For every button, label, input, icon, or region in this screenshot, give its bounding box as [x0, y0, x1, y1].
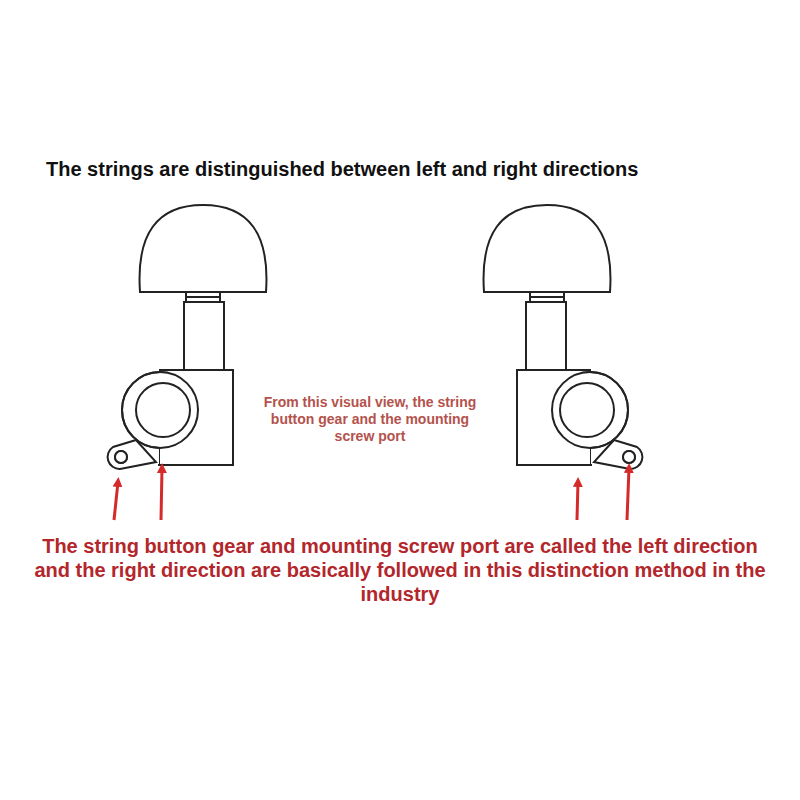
- view-note: From this visual view, the string button…: [252, 394, 488, 445]
- pointer-arrows: [114, 468, 629, 520]
- caption-note: The string button gear and mounting scre…: [30, 534, 770, 606]
- right-tuner: [484, 205, 643, 469]
- left-tuner: [108, 205, 267, 469]
- diagram-title: The strings are distinguished between le…: [46, 156, 766, 182]
